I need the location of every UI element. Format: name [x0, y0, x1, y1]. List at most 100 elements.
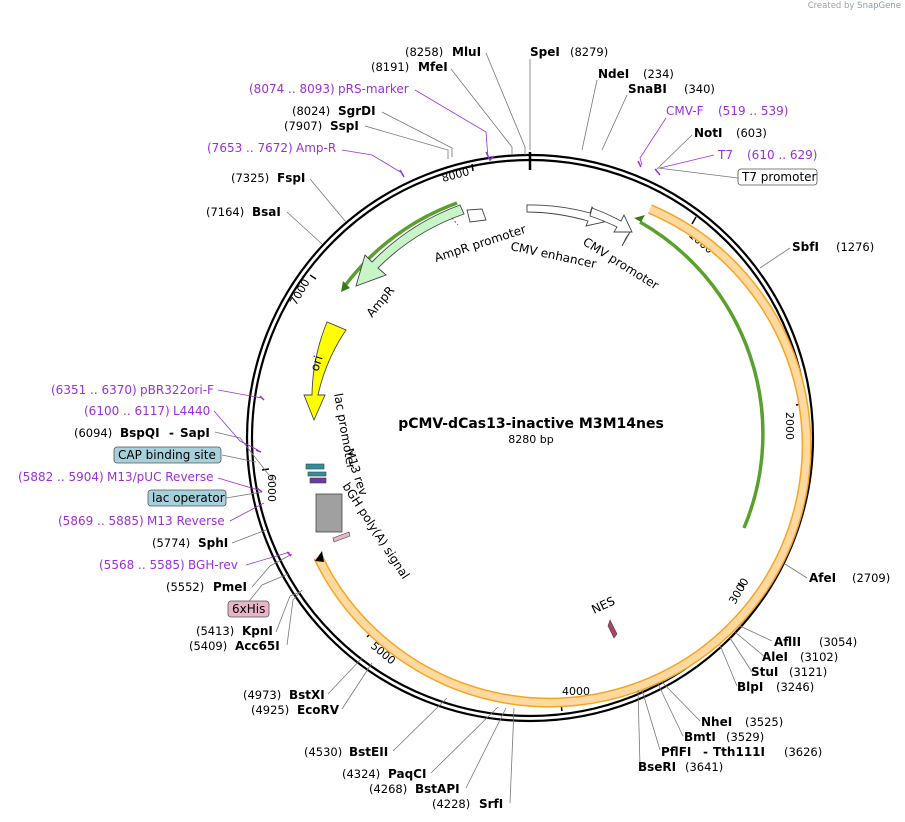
svg-text:SrfI: SrfI — [479, 797, 503, 811]
svg-text:(5568 .. 5585): (5568 .. 5585) — [99, 558, 185, 572]
nes-label: NES — [589, 594, 617, 617]
site-bstxi[interactable]: (4973) BstXI — [243, 688, 325, 702]
site-pflfi-tth111i[interactable]: PflFI - Tth111I (3626) — [661, 745, 822, 759]
svg-text:(5774): (5774) — [152, 536, 190, 550]
lac-operator-box[interactable]: lac operator — [147, 489, 227, 507]
svg-text:(7325): (7325) — [231, 171, 269, 185]
svg-text:StuI: StuI — [751, 665, 778, 679]
svg-text:CAP binding site: CAP binding site — [118, 448, 216, 462]
site-srfi[interactable]: (4228) SrfI — [432, 797, 503, 811]
site-bsteii[interactable]: (4530) BstEII — [304, 745, 388, 759]
svg-text:BlpI: BlpI — [737, 680, 763, 694]
svg-text:L4440: L4440 — [173, 404, 210, 418]
ampr-arrow — [355, 204, 465, 287]
site-blpi[interactable]: BlpI (3246) — [737, 680, 814, 694]
svg-text:(5869 .. 5885): (5869 .. 5885) — [58, 514, 144, 528]
svg-text:(4324): (4324) — [342, 767, 380, 781]
site-bstapi[interactable]: (4268) BstAPI — [369, 782, 460, 796]
primer-amp-r[interactable]: (7653 .. 7672) Amp-R — [207, 141, 336, 155]
svg-text:(603): (603) — [736, 126, 767, 140]
ampr-label: AmpR — [364, 283, 398, 319]
site-snabi[interactable]: SnaBI (340) — [628, 82, 715, 96]
ampr-promoter-arrow — [466, 208, 487, 223]
snapgene-logo: SnapGene — [857, 1, 901, 11]
svg-text:-: - — [169, 426, 174, 440]
svg-text:SpeI: SpeI — [530, 45, 560, 59]
primer-pbr322ori-f[interactable]: (6351 .. 6370) pBR322ori-F — [51, 383, 214, 397]
svg-text:SgrDI: SgrDI — [338, 104, 376, 118]
cds-green-arc-left — [342, 201, 458, 289]
site-sbfi[interactable]: SbfI (1276) — [792, 240, 874, 254]
svg-text:(3626): (3626) — [784, 745, 822, 759]
t7-promoter-box[interactable]: T7 promoter — [737, 168, 818, 186]
svg-text:NdeI: NdeI — [598, 67, 629, 81]
site-paqci[interactable]: (4324) PaqCI — [342, 767, 426, 781]
svg-text:PaqCI: PaqCI — [388, 767, 426, 781]
svg-text:(3121): (3121) — [789, 665, 827, 679]
site-fspi[interactable]: (7325) FspI — [231, 171, 305, 185]
site-bseri[interactable]: BseRI (3641) — [638, 760, 723, 774]
primer-bgh-rev[interactable]: (5568 .. 5585) BGH-rev — [99, 558, 238, 572]
svg-text:(1276): (1276) — [836, 240, 874, 254]
nes-mark — [607, 619, 618, 639]
site-ndei[interactable]: NdeI (234) — [598, 67, 674, 81]
primer-m13-puc-reverse[interactable]: (5882 .. 5904) M13/pUC Reverse — [18, 470, 214, 484]
svg-text:SphI: SphI — [198, 536, 228, 550]
site-kpni[interactable]: (5413) KpnI — [196, 624, 273, 638]
svg-text:BGH-rev: BGH-rev — [188, 558, 238, 572]
svg-text:(3054): (3054) — [819, 635, 857, 649]
svg-text:lac operator: lac operator — [152, 491, 225, 505]
orf-arc-fill — [314, 205, 811, 707]
bgh-label: bGH poly(A) signal — [339, 480, 412, 582]
svg-text:pRS-marker: pRS-marker — [338, 82, 409, 96]
primer-prs-marker[interactable]: (8074 .. 8093) pRS-marker — [249, 82, 409, 96]
primer-leaders — [213, 89, 715, 566]
t7-promoter-mark — [621, 231, 631, 247]
svg-text:AleI: AleI — [762, 650, 788, 664]
lac-operator-mark — [307, 471, 327, 477]
site-sgrdi[interactable]: (8024) SgrDI — [292, 104, 376, 118]
svg-text:AfeI: AfeI — [809, 571, 836, 585]
site-aflii[interactable]: AflII (3054) — [774, 635, 857, 649]
site-sphi[interactable]: (5774) SphI — [152, 536, 228, 550]
svg-text:(8279): (8279) — [570, 45, 608, 59]
svg-text:(4268): (4268) — [369, 782, 407, 796]
m13-mark — [309, 477, 327, 484]
site-stui[interactable]: StuI (3121) — [751, 665, 827, 679]
site-bspqi-sapi[interactable]: (6094) BspQI - SapI — [74, 426, 210, 440]
site-afei[interactable]: AfeI (2709) — [809, 571, 890, 585]
cap-binding-site-box[interactable]: CAP binding site — [113, 446, 222, 464]
svg-text:M13/pUC Reverse: M13/pUC Reverse — [107, 470, 214, 484]
site-mlui[interactable]: (8258) MluI — [405, 45, 481, 59]
site-alei[interactable]: AleI (3102) — [762, 650, 838, 664]
svg-text:(7164): (7164) — [206, 205, 244, 219]
site-mfei[interactable]: (8191) MfeI — [371, 60, 448, 74]
svg-text:(610 .. 629): (610 .. 629) — [747, 148, 817, 162]
site-nhei[interactable]: NheI (3525) — [701, 715, 783, 729]
his-tag-box[interactable]: 6xHis — [227, 600, 270, 618]
primer-cmv-f[interactable]: CMV-F (519 .. 539) — [666, 104, 788, 118]
svg-text:6xHis: 6xHis — [232, 602, 265, 616]
svg-text:(4925): (4925) — [251, 703, 289, 717]
site-sspi[interactable]: (7907) SspI — [284, 119, 359, 133]
site-bsai[interactable]: (7164) BsaI — [206, 205, 281, 219]
his-tag-mark — [332, 531, 351, 543]
site-acc65i[interactable]: (5409) Acc65I — [189, 639, 280, 653]
svg-text:(6100 .. 6117): (6100 .. 6117) — [84, 404, 170, 418]
site-bmti[interactable]: BmtI (3529) — [684, 730, 764, 744]
svg-text:Amp-R: Amp-R — [296, 141, 336, 155]
svg-text:T7: T7 — [717, 148, 733, 162]
primer-m13-reverse[interactable]: (5869 .. 5885) M13 Reverse — [58, 514, 225, 528]
svg-text:(4973): (4973) — [243, 688, 281, 702]
svg-text:(7907): (7907) — [284, 119, 322, 133]
svg-text:pBR322ori-F: pBR322ori-F — [140, 383, 214, 397]
site-spei[interactable]: SpeI (8279) — [530, 45, 608, 59]
svg-text:BstAPI: BstAPI — [415, 782, 460, 796]
primer-l4440[interactable]: (6100 .. 6117) L4440 — [84, 404, 210, 418]
primer-t7[interactable]: T7 (610 .. 629) — [717, 148, 817, 162]
site-noti[interactable]: NotI (603) — [694, 126, 767, 140]
svg-text:(3641): (3641) — [685, 760, 723, 774]
site-ecorv[interactable]: (4925) EcoRV — [251, 703, 340, 717]
credit-text: Created by — [807, 1, 855, 11]
site-pmei[interactable]: (5552) PmeI — [166, 580, 247, 594]
